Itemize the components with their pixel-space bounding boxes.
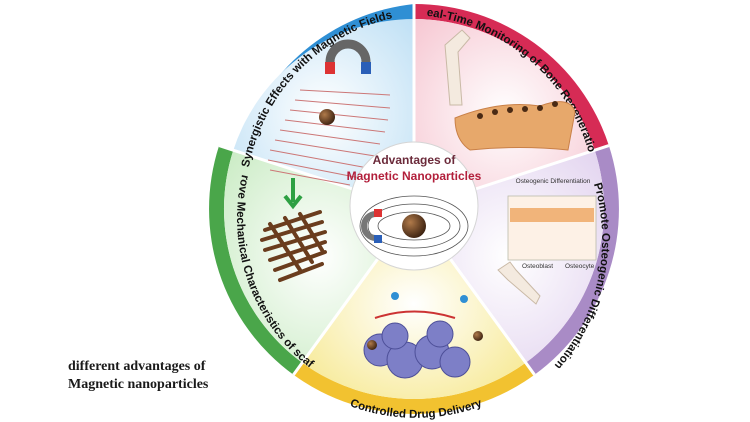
osteogenic-diff-label: Osteogenic Differentiation	[516, 178, 591, 185]
caption: different advantages of Magnetic nanopar…	[68, 358, 308, 394]
center-title-line2: Magnetic Nanoparticles	[347, 169, 482, 183]
outer-ring	[209, 4, 619, 414]
osteoblast-label: Osteoblast	[522, 263, 553, 270]
osteocyte-label: Osteocyte	[565, 263, 595, 270]
segment-drug-wedge	[302, 209, 526, 400]
center-magnet-icon	[361, 211, 377, 241]
caption-line2: Magnetic nanoparticles	[68, 377, 209, 392]
bone-icon-2	[497, 261, 541, 305]
down-arrow-icon	[283, 178, 303, 210]
scaffold-lattice	[260, 210, 327, 282]
segment-osteogenic-band	[525, 145, 619, 375]
segment-synergistic-band	[239, 4, 414, 158]
osteogenic-illustration: Osteogenic Differentiation Osteoblast Os…	[497, 178, 597, 305]
coil-field-lines	[267, 89, 391, 186]
drug-particles	[367, 292, 483, 350]
segment-mechanical-band	[209, 145, 303, 375]
center-hub: Advantages of Magnetic Nanoparticles	[347, 141, 482, 271]
field-lines	[359, 195, 469, 257]
segment-drug-band	[293, 362, 535, 414]
synergistic-illustration	[267, 39, 391, 186]
drug-illustration	[363, 292, 483, 379]
mechanical-illustration	[260, 178, 327, 282]
segment-monitoring-band	[414, 4, 609, 151]
bone-icon	[444, 29, 471, 106]
nanoparticle-ball	[319, 109, 335, 125]
bone-tissue	[454, 101, 576, 151]
caption-line1: different advantages of	[68, 359, 206, 374]
tissue-particles	[477, 101, 558, 119]
horseshoe-magnet-icon	[325, 39, 371, 63]
osteogenic-inset	[507, 195, 597, 261]
monitoring-illustration	[444, 29, 576, 151]
center-title-line1: Advantages of	[373, 153, 457, 167]
magnetic-nanoparticle	[402, 214, 426, 238]
